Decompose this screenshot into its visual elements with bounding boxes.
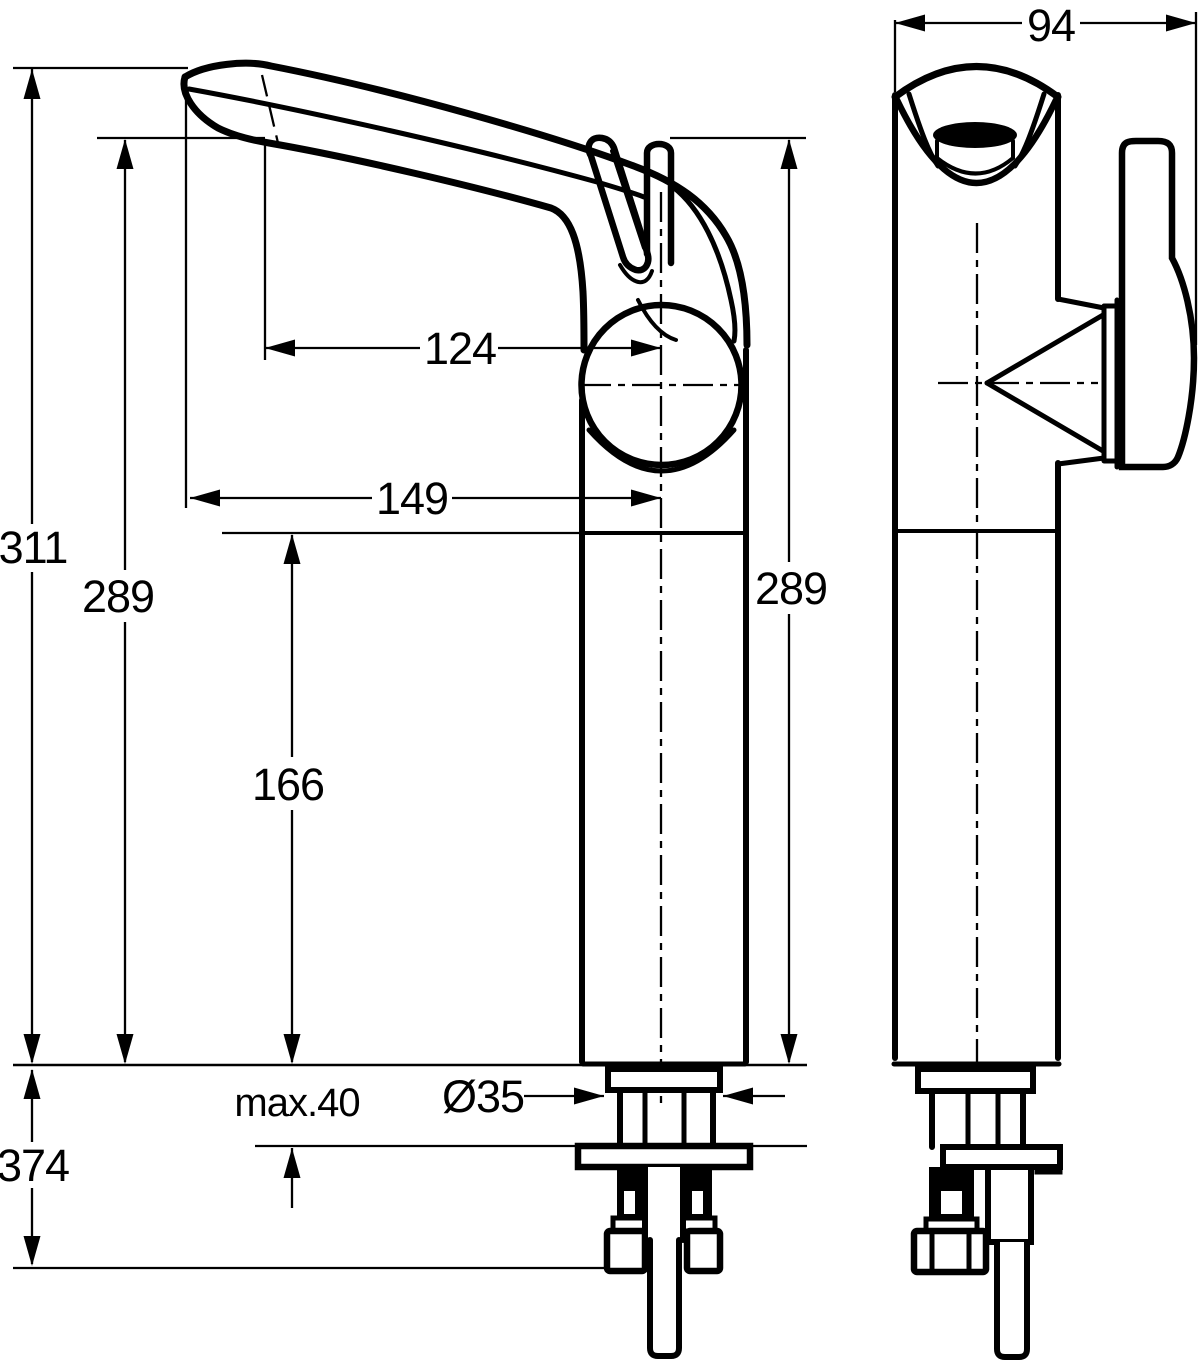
side-view-spout (180, 59, 751, 354)
side-view-body (579, 347, 749, 1067)
cone-wedge-lower (984, 380, 1106, 454)
front-shank-inner (965, 1088, 1001, 1150)
arrow-dia35-left (574, 1087, 604, 1105)
lever-base-scoop (618, 263, 654, 285)
label-shank-diameter: Ø35 (442, 1071, 524, 1122)
label-spout-reach-axis: 124 (424, 323, 496, 374)
cup-bowl-arc (893, 96, 1060, 187)
arrow-374-top (23, 1069, 41, 1099)
side-view-lever (585, 134, 738, 344)
backing-washer-plate (574, 1142, 754, 1171)
arrow-289-right-bottom (780, 1034, 798, 1064)
cone-wedge-upper (984, 312, 1106, 386)
supply-pipe-mask (648, 1167, 680, 1242)
mounting-nut-left (603, 1227, 649, 1275)
cone-top-edge (1055, 296, 1107, 311)
spout-underside-outline (180, 73, 588, 354)
lever-pin-outline (643, 140, 675, 267)
front-supply-pipe (985, 1164, 1034, 1245)
mounting-stud-right-slot (692, 1191, 703, 1214)
front-base-flange (915, 1066, 1036, 1094)
front-washer-plate-tab (1034, 1164, 1063, 1175)
cup-inner-left-curve (906, 91, 941, 169)
front-mounting-stud-slot (941, 1191, 962, 1214)
front-view-handle (1118, 137, 1198, 471)
label-overall-width-front: 94 (1027, 0, 1075, 51)
arrow-124-right (631, 339, 661, 357)
front-view-spout-cup (891, 63, 1062, 187)
front-view-valve-cone (984, 296, 1120, 470)
arrow-289-right-top (780, 139, 798, 169)
label-spout-reach-tip: 149 (376, 473, 448, 524)
arrow-311-top (23, 69, 41, 99)
front-view-body (891, 92, 1062, 1067)
label-below-deck-length: 374 (0, 1140, 69, 1191)
threaded-shank-inner (642, 1087, 687, 1149)
outlet-axis-dashed-mark (260, 74, 280, 144)
arrow-max40 (283, 1148, 301, 1178)
lever-grip-outline (585, 134, 652, 274)
label-overall-height: 311 (0, 522, 67, 573)
center-lines (581, 192, 1098, 1110)
spout-tube-front (935, 139, 1015, 176)
dimension-labels: 311 289 124 149 166 289 94 374 max.40 Ø3… (0, 0, 1076, 1191)
lever-grip-inner-edge (610, 149, 646, 250)
front-mounting-nut (910, 1227, 990, 1276)
arrow-311-bottom (23, 1034, 41, 1064)
supply-pipe-edges (642, 1164, 686, 1243)
arrow-149-left (190, 489, 220, 507)
dimension-arrows (23, 14, 1196, 1266)
mounting-stud-left-slot (624, 1191, 635, 1214)
side-view-ball-joint (578, 301, 745, 474)
arrow-dia35-right (723, 1087, 753, 1105)
ball-joint-lower-arc (586, 427, 737, 474)
arrow-289-left-bottom (116, 1034, 134, 1064)
front-supply-hose (994, 1239, 1030, 1360)
label-body-column-height: 166 (252, 759, 324, 810)
arrow-124-left (265, 339, 295, 357)
front-view (891, 63, 1198, 1360)
side-view (180, 59, 754, 1359)
supply-hose (647, 1237, 682, 1359)
arrow-166-top (283, 534, 301, 564)
mounting-nut-right (683, 1227, 724, 1275)
arrow-289-left-top (116, 139, 134, 169)
arrow-374-bottom (23, 1236, 41, 1266)
neck-back-inner-curve (670, 184, 738, 344)
label-max-deck-thickness: max.40 (234, 1081, 359, 1125)
ball-joint-circle (578, 301, 745, 469)
cone-bottom-edge (1055, 455, 1107, 467)
base-flange (605, 1066, 723, 1093)
cone-seam-lines (1101, 297, 1120, 470)
spout-top-inner-edge (186, 86, 647, 200)
front-view-hardware (910, 1066, 1063, 1360)
label-spout-height-side: 289 (82, 571, 154, 622)
threaded-shank-outer (617, 1087, 716, 1149)
front-nut-facets (929, 1228, 972, 1275)
arrow-94-left (895, 14, 925, 32)
spout-top-outline (181, 59, 751, 349)
arrow-94-right (1166, 14, 1196, 32)
cup-inner-right-curve (1012, 91, 1047, 169)
side-view-hardware (574, 1066, 754, 1359)
spout-opening (933, 122, 1017, 148)
arrow-166-bottom (283, 1034, 301, 1064)
arrow-149-right (631, 489, 661, 507)
cup-rim-arc (891, 63, 1062, 101)
label-height-front: 289 (755, 563, 827, 614)
front-shank-outer (929, 1088, 1026, 1150)
extension-lines (13, 12, 1198, 1270)
